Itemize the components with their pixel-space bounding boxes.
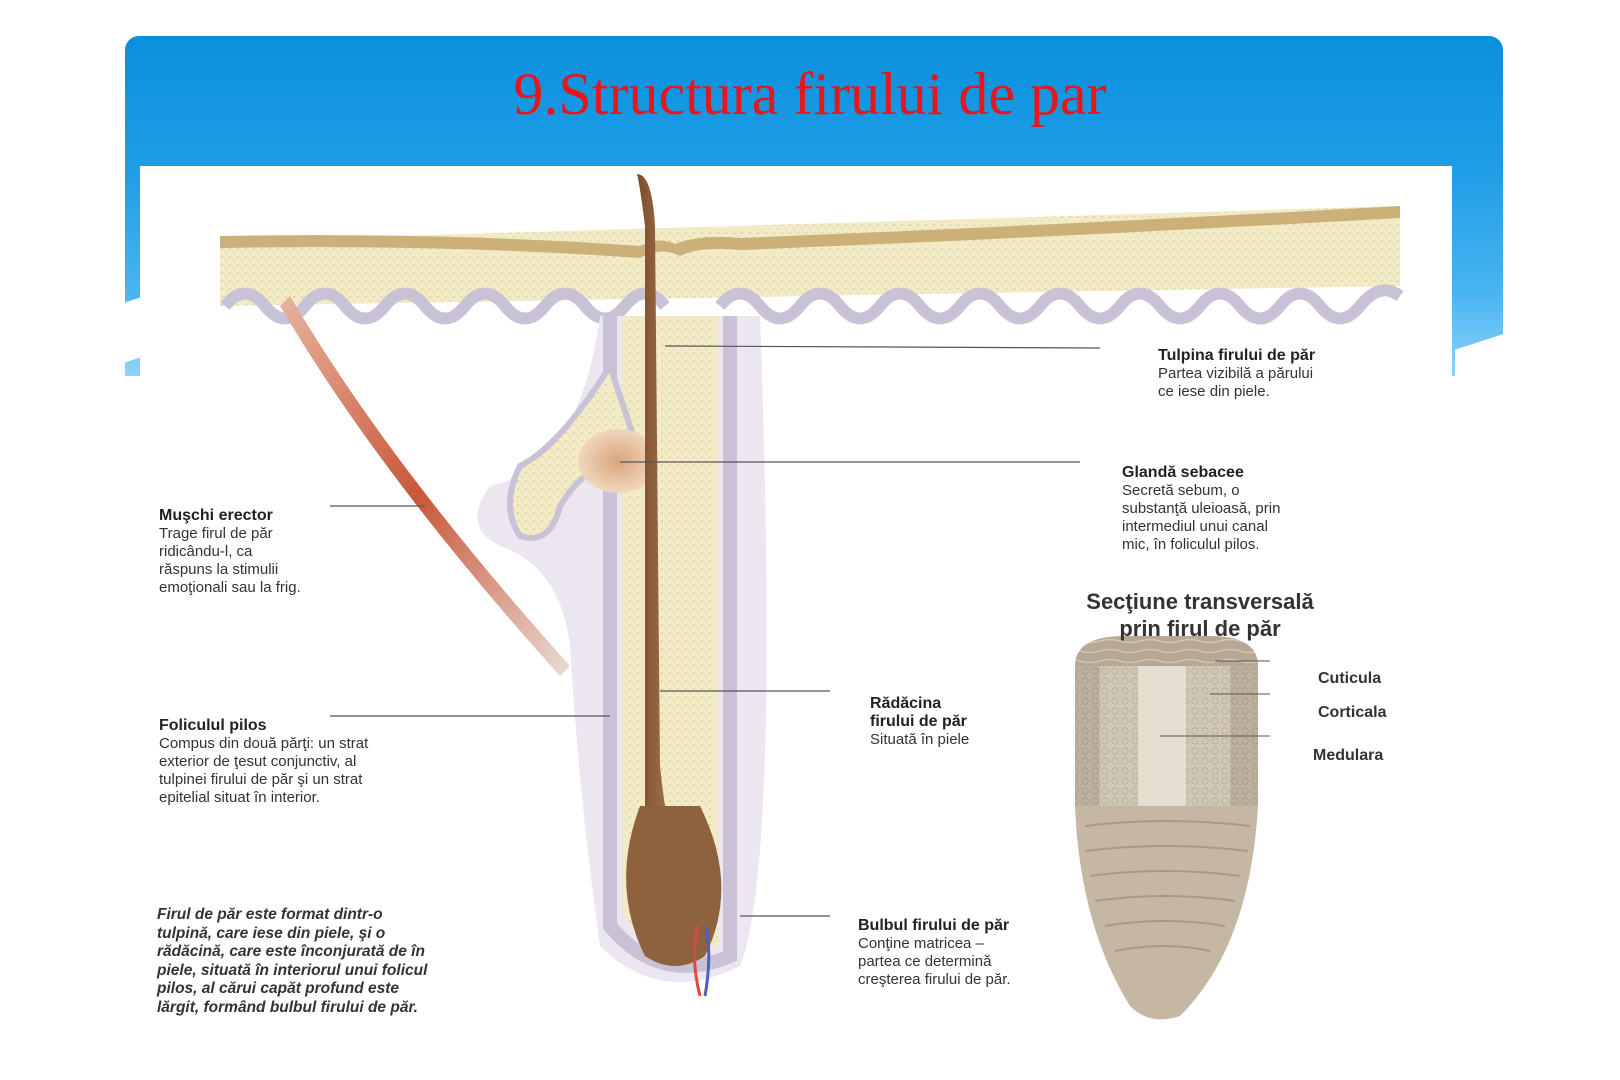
label-hair-follicle: Foliculul pilos Compus din două părţi: u… [159,717,368,807]
label-sebaceous-gland-title: Glandă sebacee [1122,464,1244,481]
label-hair-bulb: Bulbul firului de păr Conţine matricea –… [858,917,1011,989]
label-erector-muscle: Muşchi erector Trage firul de păr ridicâ… [159,507,301,597]
diagram-panel [140,166,1452,1046]
banner-left-corner [125,297,140,363]
label-sebaceous-gland: Glandă sebacee Secretă sebum, o substanţ… [1122,464,1280,554]
label-hair-bulb-title: Bulbul firului de păr [858,917,1010,934]
label-hair-bulb-desc: Conţine matricea – partea ce determină c… [858,935,1011,988]
label-erector-muscle-desc: Trage firul de păr ridicându-l, ca răspu… [159,525,301,596]
label-hair-root: Rădăcina firului de păr Situată în piele [870,695,969,749]
cross-section-illustration [1075,636,1270,1020]
label-hair-root-title: Rădăcina firului de păr [870,695,967,730]
hair-structure-illustration [220,174,1404,1020]
label-erector-muscle-title: Muşchi erector [159,507,273,524]
cross-section-label-cortex: Corticala [1318,704,1387,721]
label-hair-shaft-desc: Partea vizibilă a părului ce iese din pi… [1158,365,1314,400]
label-hair-follicle-desc: Compus din două părţi: un strat exterior… [159,735,369,806]
cross-section-title: Secţiune transversală prin firul de păr [1086,589,1314,641]
label-hair-root-desc: Situată în piele [870,731,970,748]
label-hair-follicle-title: Foliculul pilos [159,717,267,734]
label-hair-shaft: Tulpina firului de păr Partea vizibilă a… [1158,347,1315,401]
slide-title: 9.Structura firului de par [513,61,1107,127]
label-hair-shaft-title: Tulpina firului de păr [1158,347,1316,364]
cross-section-label-medulla: Medulara [1313,747,1384,764]
label-sebaceous-gland-desc: Secretă sebum, o substanţă uleioasă, pri… [1122,482,1281,553]
hair-description-note: Firul de păr este format dintr-o tulpină… [157,906,428,1016]
cross-section-label-cuticle: Cuticula [1318,670,1382,687]
